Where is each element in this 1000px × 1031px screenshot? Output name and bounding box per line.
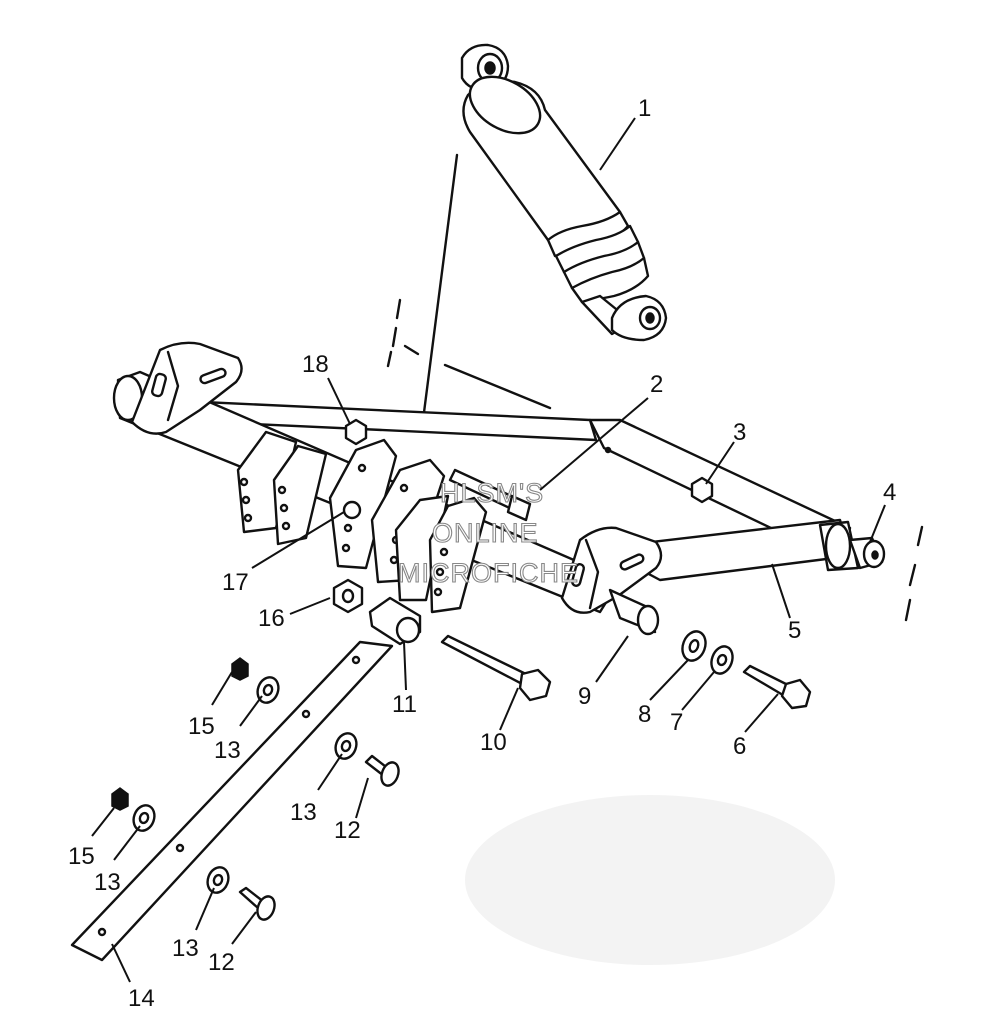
callout-3: 3 <box>733 419 746 446</box>
callout-17: 17 <box>222 569 249 596</box>
callout-9: 9 <box>578 683 591 710</box>
callout-10: 10 <box>480 729 507 756</box>
callout-4: 4 <box>883 479 896 506</box>
leader-lines <box>91 117 886 983</box>
callout-12-upper: 12 <box>334 817 361 844</box>
callout-11: 11 <box>392 691 417 718</box>
watermark-line-3: MICROFICHE <box>398 558 579 588</box>
callout-5: 5 <box>788 617 801 644</box>
strap <box>70 640 394 962</box>
callout-8: 8 <box>638 701 651 728</box>
callout-13-a: 13 <box>214 737 241 764</box>
background-smudge <box>465 795 835 965</box>
callout-16: 16 <box>258 605 285 632</box>
strap-hardware <box>111 657 400 921</box>
callout-6: 6 <box>733 733 746 760</box>
callout-13-c: 13 <box>94 869 121 896</box>
pivot-bolt <box>448 468 532 522</box>
callout-labels: 1 2 3 4 5 6 7 8 9 10 11 16 17 18 15 13 1… <box>68 95 896 1012</box>
callout-18: 18 <box>302 351 329 378</box>
callout-1: 1 <box>638 95 651 122</box>
watermark-line-2: ONLINE <box>432 518 539 548</box>
shock-absorber <box>460 43 668 342</box>
callout-15-upper: 15 <box>188 713 215 740</box>
alignment-lines <box>386 153 924 622</box>
callout-15-lower: 15 <box>68 843 95 870</box>
callout-7: 7 <box>670 709 683 736</box>
watermark: HLSM'S ONLINE MICROFICHE <box>397 477 579 588</box>
watermark-line-1: HLSM'S <box>440 478 544 508</box>
callout-14: 14 <box>128 985 155 1012</box>
hardware <box>332 418 812 710</box>
mounting-plates <box>236 430 488 614</box>
callout-12-lower: 12 <box>208 949 235 976</box>
callout-13-b: 13 <box>290 799 317 826</box>
callout-2: 2 <box>650 371 663 398</box>
callout-13-d: 13 <box>172 935 199 962</box>
